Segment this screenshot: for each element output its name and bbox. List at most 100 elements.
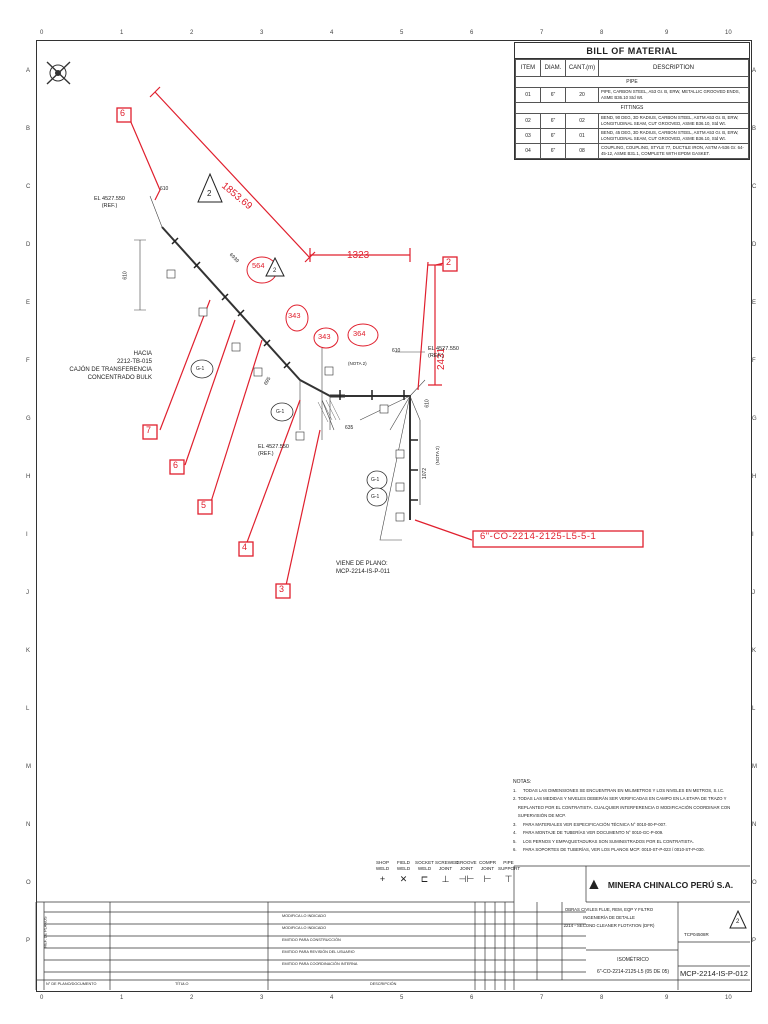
bom-item: 02 [515,113,541,129]
company-logo: ▲ MINERA CHINALCO PERÚ S.A. [586,870,748,900]
rev-number: 2 [736,919,740,925]
grid-letter-right: M [752,764,757,770]
grid-letter-right: J [752,590,755,596]
grid-number-top: 5 [400,30,404,36]
legend-pipe-support: PIPE SUPPORT⊤ [498,860,521,884]
project-line-2: INGENIERÍA DE DETALLE [583,915,635,920]
callout-4: 4 [242,542,248,552]
revision-row-3: EMITIDO PARA CONSTRUCCIÓN [282,938,341,942]
hatch-area [317,399,341,423]
bom-desc: BEND, 45 DEG, 3D RADIUS, CARBON STEEL, A… [598,128,749,144]
grid-number-top: 1 [120,30,124,36]
callout-3: 3 [279,584,285,594]
revision-row-1: MODIFICA LO INDICADO [282,914,327,918]
grid-number-bottom: 6 [470,995,474,1001]
bom-diam: 6" [540,87,566,103]
grid-letter-left: M [26,764,31,770]
callout-2: 2 [446,257,452,267]
bom-title: BILL OF MATERIAL [515,43,749,59]
grid-letter-right: L [752,706,756,712]
legend-compr-joint: COMPR JOINT⊢ [478,860,497,884]
grid-number-bottom: 4 [330,995,334,1001]
grid-number-top: 6 [470,30,474,36]
elevation-bottom: EL 4527.550 (REF.) [258,444,289,457]
support-label-4: G-1 [371,494,380,500]
callout-6-top: 6 [120,108,126,118]
legend-socket-weld: SOCKET WELD⊏ [415,860,434,884]
grid-letter-left: K [26,648,31,654]
grid-letter-left: N [26,822,31,828]
bom-diam: 6" [540,128,566,144]
chinalco-logo-icon: ▲ [586,876,602,893]
dimension-lines [134,195,426,541]
rev-tri-2: 2 [273,268,277,274]
grid-letter-left: J [26,590,29,596]
line-tag: 6"-CO-2214-2125-L5-5-1 [480,531,597,542]
bom-section-pipe: PIPE [515,76,749,88]
project-line-3: 2214 - SECOND CLEANER FLOTATION (DFR) [563,923,655,928]
grid-letter-left: I [26,532,28,538]
grid-number-top: 4 [330,30,334,36]
grid-number-bottom: 1 [120,995,124,1001]
project-line-1: OBRAS CIVILES FLUE, REM, EQP Y FILTRO [564,907,654,912]
revision-row-4: EMITIDO PARA REVISIÓN DEL USUARIO [282,950,355,954]
grid-letter-left: C [26,184,31,190]
red-number-3: 343 [318,332,331,341]
callout-5: 5 [201,500,207,510]
grid-number-bottom: 5 [400,995,404,1001]
bom-desc: COUPLING, COUPLING, STYLE 77, DUCTILE IR… [598,143,749,159]
dim-635: 635 [345,425,354,431]
grid-letter-left: A [26,68,31,74]
col-description: DESCRIPCIÓN [370,982,397,986]
red-number-4: 364 [353,329,366,338]
grid-letter-left: H [26,474,31,480]
red-callout-boxes [116,107,644,599]
note-4: PARA MONTAJE DE TUBERÍAS VER DOCUMENTO N… [523,830,664,835]
bom-section-fittings: FITTINGS [515,102,749,114]
revision-row-2: MODIFICA LO INDICADO [282,926,327,930]
grid-letter-left: F [26,358,30,364]
elevation-left: EL 4527.550 (REF.) [94,196,125,209]
project-info: OBRAS CIVILES FLUE, REM, EQP Y FILTRO IN… [540,906,678,930]
grid-letter-left: D [26,242,31,248]
grid-letter-right: G [752,416,757,422]
grid-letter-left: O [26,880,31,886]
viene-note: VIENE DE PLANO: MCP-2214-IS-P-011 [336,561,390,575]
note-3: PARA MATERIALES VER ESPECIFICACIÓN TÉCNI… [523,821,667,827]
notes-block: NOTAS: 1.TODAS LAS DIMENSIONES SE ENCUEN… [513,778,748,855]
grid-number-bottom: 10 [725,995,732,1001]
note-5: LOS PERNOS Y EMPAQUETADURAS SON SUMINIST… [523,838,694,844]
symbol-legend: SHOP WELD+ FIELD WELD✕ SOCKET WELD⊏ SCRE… [372,860,521,886]
bom-item: 04 [515,143,541,159]
bom-desc: BEND, 90 DEG, 3D RADIUS, CARBON STEEL, A… [598,113,749,129]
dim-610-c: 610 [392,348,401,354]
grid-letter-right: O [752,880,757,886]
elevation-right: EL 4527.550 (REF.) [428,346,459,359]
plan-number: MCP-2214-IS-P-012 [680,969,748,978]
grid-number-top: 7 [540,30,544,36]
dim-610-b: 610 [160,186,169,192]
bom-header-diam: DIAM. [540,59,566,77]
grid-number-bottom: 2 [190,995,194,1001]
col-title: TÍTULO [175,982,189,986]
bom-desc: PIPE, CARBON STEEL, A53 Gr. B, ERW, META… [598,87,749,103]
legend-shop-weld: SHOP WELD+ [375,860,390,884]
grid-letter-right: A [752,68,757,74]
bom-cant: 08 [565,143,599,159]
callout-7: 7 [146,425,152,435]
support-circles [190,359,388,507]
bom-diam: 6" [540,113,566,129]
grid-number-bottom: 0 [40,995,44,1001]
grid-letter-right: K [752,648,757,654]
dim-1072: 1072 [422,467,429,480]
grid-letter-right: N [752,822,757,828]
grid-letter-left: P [26,938,31,944]
grid-number-bottom: 3 [260,995,264,1001]
item-number-boxes [166,269,405,522]
bom-header-cant: CANT.(m) [565,59,599,77]
notes-header: NOTAS: [513,779,532,785]
dim-610-d: 610 [424,399,431,408]
legend-groove-joint: GROOVE JOINT⊣⊢ [456,860,477,884]
